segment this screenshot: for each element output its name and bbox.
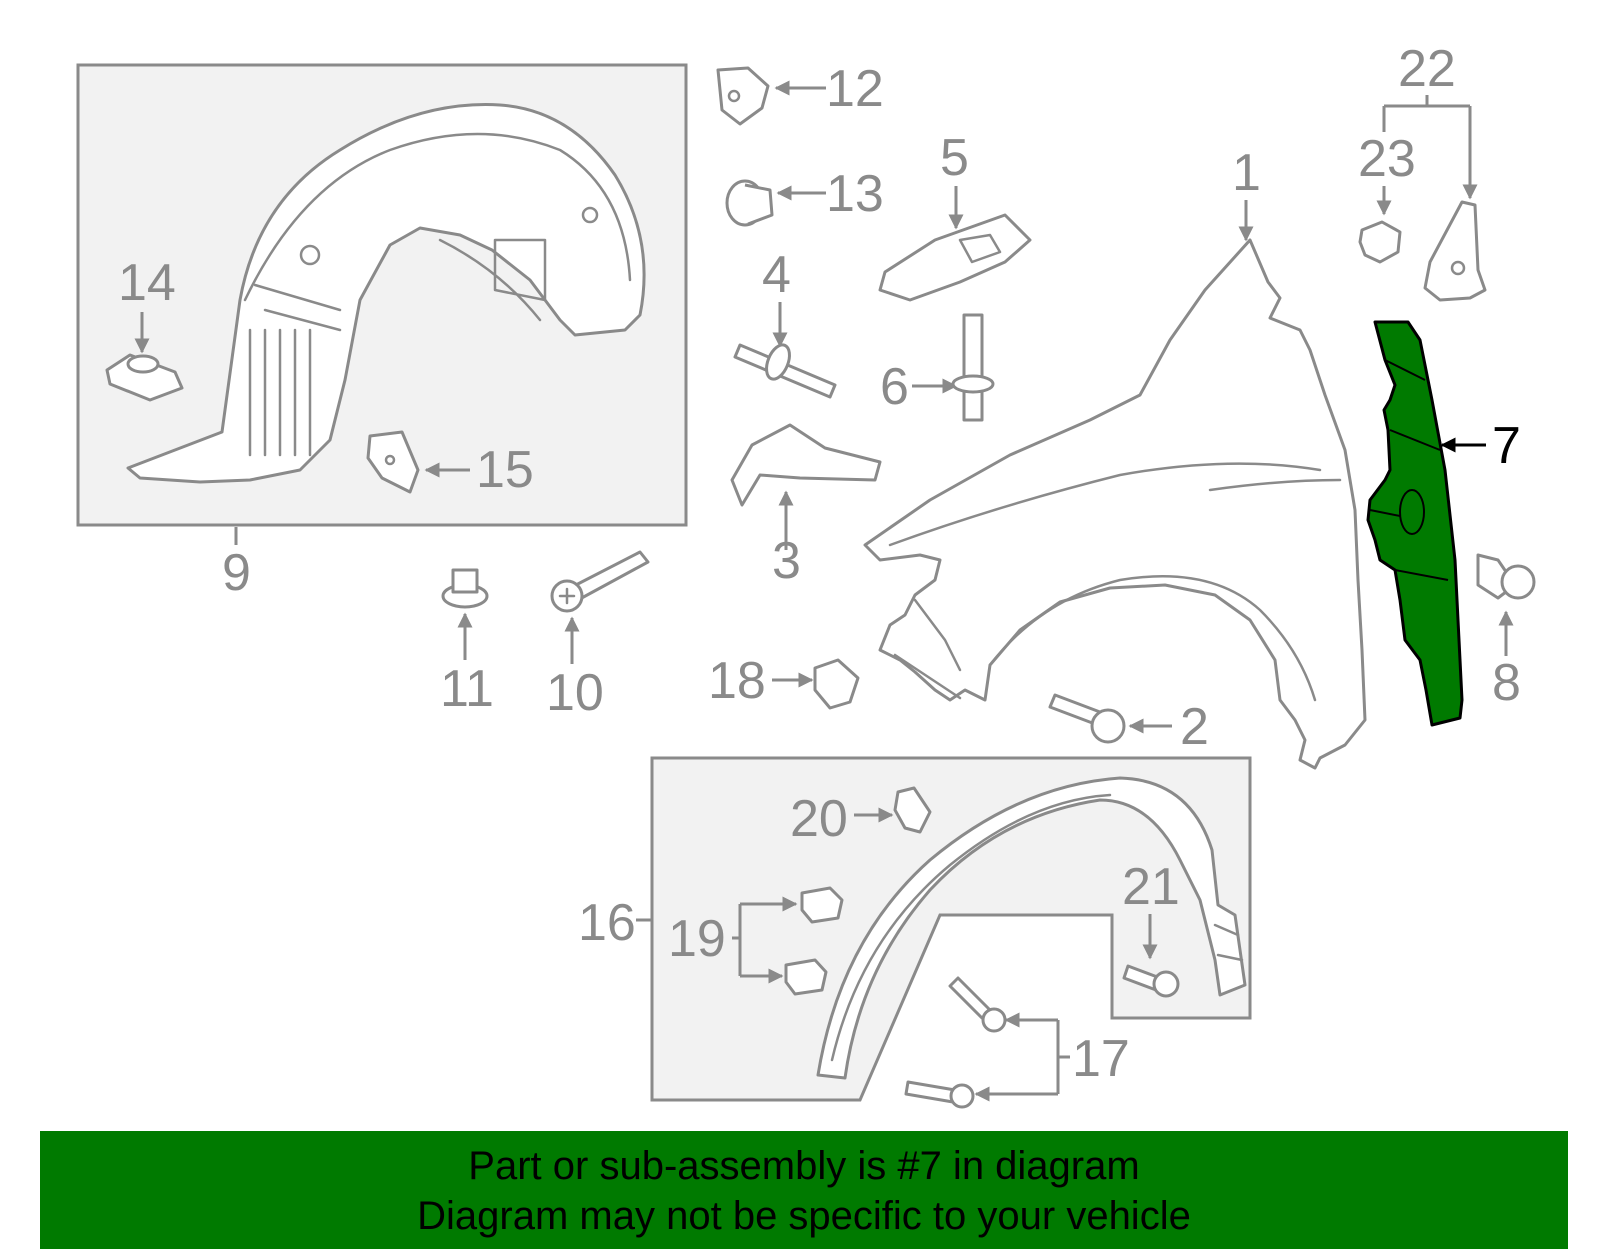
- info-banner: Part or sub-assembly is #7 in diagram Di…: [40, 1131, 1568, 1249]
- callout-7: 7: [1492, 417, 1521, 475]
- callout-20: 20: [790, 790, 848, 848]
- callout-19: 19: [668, 910, 726, 968]
- callout-2: 2: [1180, 698, 1209, 756]
- callout-12: 12: [826, 60, 884, 118]
- callout-22: 22: [1398, 40, 1456, 98]
- callout-11: 11: [440, 660, 494, 718]
- group-box-16: [650, 756, 1252, 1102]
- part-3-bracket: [730, 423, 882, 507]
- part-18-clip: [813, 658, 860, 710]
- banner-line-1: Part or sub-assembly is #7 in diagram: [468, 1144, 1140, 1188]
- part-17-screw-upper: [948, 976, 1007, 1033]
- part-12-clip: [716, 66, 770, 126]
- part-7-fender-support-highlighted: [1366, 320, 1464, 727]
- callout-10: 10: [546, 664, 604, 722]
- part-4-stud-bolt: [733, 343, 837, 399]
- callout-1: 1: [1232, 144, 1261, 202]
- part-15-clip: [366, 430, 420, 494]
- callout-5: 5: [940, 129, 969, 187]
- part-10-screw: [550, 550, 650, 613]
- callout-16: 16: [578, 894, 636, 952]
- part-16-arch-molding: [816, 776, 1247, 1080]
- callout-8: 8: [1492, 654, 1521, 712]
- callout-14: 14: [118, 254, 176, 312]
- callout-9: 9: [222, 544, 251, 602]
- part-19-clip-upper: [800, 886, 844, 924]
- part-13-grommet: [725, 179, 774, 227]
- part-22-bracket: [1423, 200, 1487, 302]
- callout-4: 4: [762, 246, 791, 304]
- part-1-fender: [863, 238, 1367, 770]
- part-14-clip-nut: [105, 353, 184, 402]
- callout-18: 18: [708, 652, 766, 710]
- callout-17: 17: [1072, 1030, 1130, 1088]
- part-5-bracket: [878, 213, 1032, 302]
- callout-6: 6: [880, 358, 909, 416]
- part-23-clip: [1358, 220, 1402, 264]
- part-2-bolt: [1048, 693, 1126, 744]
- callout-3: 3: [772, 532, 801, 590]
- part-17-screw-lower: [904, 1080, 975, 1109]
- part-6-stud: [951, 313, 995, 422]
- callout-15: 15: [476, 441, 534, 499]
- part-19-clip-lower: [784, 958, 828, 996]
- part-11-nut: [441, 568, 489, 609]
- fender-liner-part-9: [126, 103, 646, 484]
- banner-line-2: Diagram may not be specific to your vehi…: [417, 1194, 1191, 1238]
- callout-21: 21: [1122, 858, 1180, 916]
- part-8-clip: [1476, 553, 1536, 600]
- part-21-bolt: [1122, 964, 1180, 998]
- part-20-clip: [893, 786, 932, 834]
- callout-13: 13: [826, 165, 884, 223]
- callout-23: 23: [1358, 130, 1416, 188]
